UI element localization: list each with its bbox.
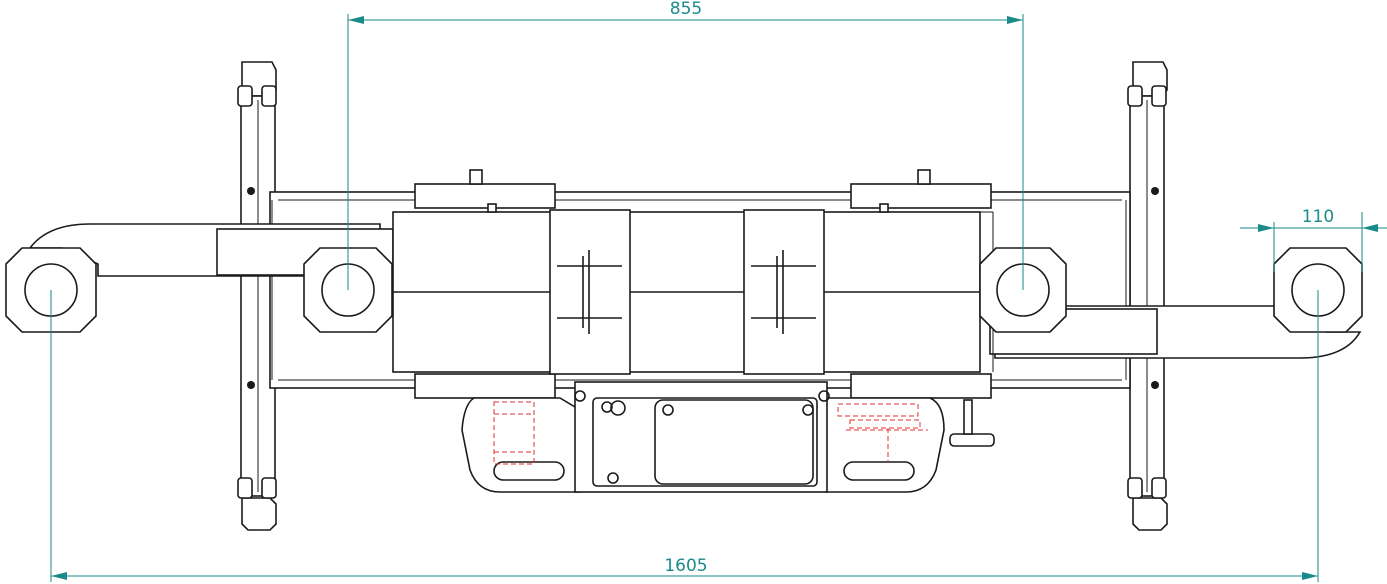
lower-assembly: [461, 381, 995, 493]
dimension-top: 855: [347, 0, 1024, 290]
central-body: [392, 169, 994, 399]
dimension-855-label: 855: [670, 0, 702, 19]
dimension-1605-label: 1605: [664, 556, 707, 576]
left-frame: [237, 61, 277, 531]
right-frame: [1127, 61, 1168, 531]
dimension-right: 110: [1240, 207, 1387, 272]
dimension-bottom: 1605: [50, 290, 1319, 582]
dimension-110-label: 110: [1302, 207, 1334, 227]
